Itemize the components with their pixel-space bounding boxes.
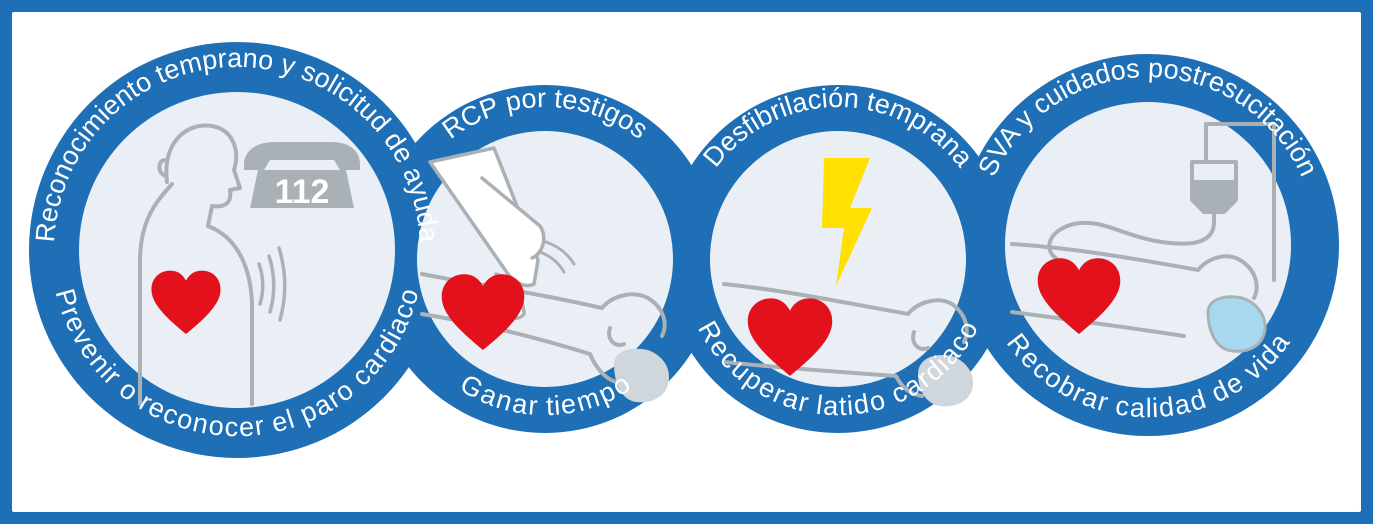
link-1-illustration: 112 bbox=[138, 123, 360, 406]
oxygen-mask-icon bbox=[1206, 295, 1267, 353]
link-4-illustration bbox=[1010, 122, 1276, 353]
link-2-illustration bbox=[420, 146, 670, 403]
person-icon bbox=[138, 123, 254, 406]
lightning-icon bbox=[822, 158, 872, 286]
iv-fluid bbox=[1194, 180, 1234, 210]
motion-lines-icon bbox=[538, 240, 576, 274]
patient-head-shade bbox=[614, 348, 670, 403]
phone-icon: 112 bbox=[244, 142, 360, 211]
phone-number: 112 bbox=[275, 173, 330, 211]
patient-icon bbox=[1010, 242, 1259, 338]
patient-icon bbox=[722, 282, 969, 398]
chain-of-survival-diagram: 112 bbox=[29, 42, 1339, 458]
patient-head-shade bbox=[918, 354, 974, 407]
chain-of-survival-panel: 112 bbox=[12, 12, 1361, 512]
link-3-illustration bbox=[722, 158, 974, 407]
sound-waves-icon bbox=[257, 246, 287, 322]
iv-drip-icon bbox=[1047, 122, 1276, 282]
